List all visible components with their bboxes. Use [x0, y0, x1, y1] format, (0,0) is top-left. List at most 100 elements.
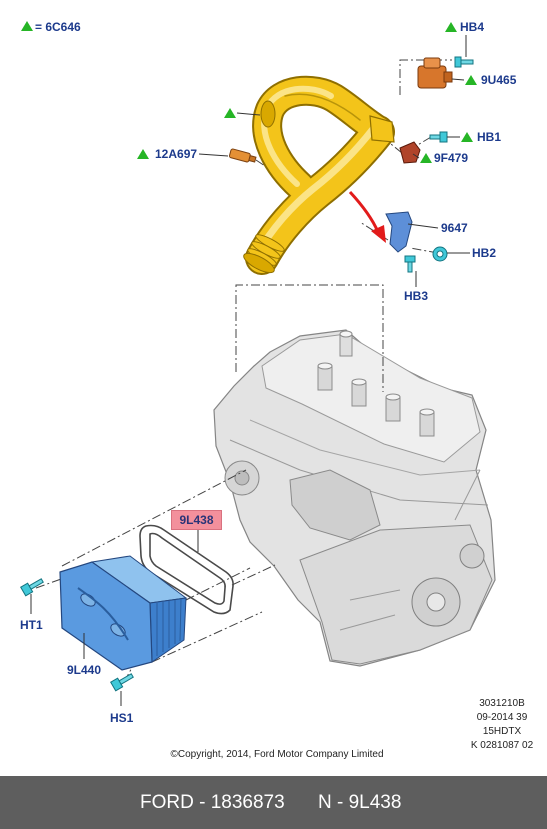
cooler-fins [156, 598, 182, 656]
lower-block [299, 524, 493, 665]
legend-text: = 6C646 [35, 20, 81, 34]
bolt-hb4-part [454, 56, 474, 68]
injector [385, 396, 401, 422]
leader-9u465 [451, 78, 465, 81]
injector-cap [385, 393, 401, 401]
accessory-pulley [459, 543, 485, 569]
bolt-shank [28, 578, 44, 590]
callout-ht1: HT1 [20, 618, 43, 632]
callout-hs1: HS1 [110, 711, 134, 725]
oil-cooler-9l440-part [59, 555, 188, 671]
turbo-inlet [234, 470, 250, 486]
leader-12a697 [198, 153, 229, 157]
callout-hb4: HB4 [460, 20, 485, 34]
gasket-outer [139, 524, 234, 615]
injector-row [317, 362, 435, 437]
arrow-head-icon [371, 225, 386, 243]
bolt-shank [429, 134, 441, 140]
head-detail-line [249, 419, 481, 476]
injector [351, 381, 367, 407]
callout-hb2: HB2 [472, 246, 497, 260]
pipe-inlet-end [260, 100, 276, 128]
actuator-9u465-part [417, 57, 453, 89]
callout-9u465: 9U465 [481, 73, 517, 87]
footer-reference: N - 9L438 [318, 792, 402, 813]
bracket-9647-part [385, 211, 413, 253]
crank-pulley-hub [426, 592, 446, 612]
injector [419, 411, 435, 437]
parts-diagram [20, 21, 496, 706]
bolt-head [404, 255, 416, 263]
cooler-front-plate [59, 561, 153, 671]
cooler-channel [77, 587, 129, 641]
bolt-hb3-part [404, 255, 416, 273]
phantom-line [415, 136, 432, 147]
callout-12a697: 12A697 [155, 147, 198, 161]
kit-marker-hb1-icon [461, 132, 473, 142]
phantom-line [185, 567, 251, 601]
footer-bar: FORD - 1836873 N - 9L438 [0, 776, 547, 829]
phantom-line [35, 577, 65, 589]
pipe-highlight [253, 125, 377, 259]
bolt-ht1-part [20, 578, 44, 597]
pipe-flange [369, 115, 395, 143]
arrow-shaft [348, 190, 380, 233]
injector-cap [351, 378, 367, 386]
engine-block [213, 329, 496, 667]
kit-marker-hb4-icon [445, 22, 457, 32]
injector [317, 365, 333, 391]
stamp-line: 09-2014 39 [476, 712, 528, 723]
actuator-body [417, 65, 447, 89]
exhaust-manifold [289, 469, 381, 541]
block-detail-lines [339, 469, 481, 631]
sensor-9f479-part [399, 141, 421, 164]
drawing-stamp: 3031210B 09-2014 39 15HDTX K 0281087 02 [460, 697, 544, 753]
kit-marker-pipe-icon [224, 108, 236, 118]
bolt-hs1-part [110, 673, 134, 692]
sensor-tip [248, 155, 257, 163]
bolt-shank [407, 261, 413, 273]
gasket-inner [149, 532, 226, 605]
leader-9f479 [412, 153, 420, 159]
callout-9f479: 9F479 [434, 151, 469, 165]
bolt-head [439, 131, 448, 143]
callout-leader-lines [30, 35, 470, 706]
inlet-pipe [243, 75, 395, 275]
leader-9647 [407, 223, 439, 229]
legend-green-triangle-icon [21, 21, 33, 31]
actuator-cap [423, 57, 441, 69]
pipe-main [247, 117, 393, 273]
kit-marker-12a697-icon [137, 149, 149, 159]
sensor-body [228, 148, 251, 163]
nut-hb2-part [432, 246, 448, 262]
callout-hb1: HB1 [477, 130, 502, 144]
pipe-outlet-end [243, 252, 275, 274]
stamp-line: 15HDTX [482, 726, 522, 737]
stamp-line: 3031210B [479, 698, 525, 709]
callout-9l438-highlighted: 9L438 [171, 510, 222, 530]
bolt-shank [118, 673, 134, 685]
nut-hole [436, 250, 444, 258]
actuator-port [443, 71, 453, 83]
callout-9l440: 9L440 [67, 663, 102, 677]
top-pipe-stub-end [339, 330, 353, 338]
phantom-line [151, 611, 263, 663]
kit-marker-9u465-icon [465, 75, 477, 85]
callout-hb3: HB3 [404, 289, 429, 303]
injector-cap [419, 408, 435, 416]
phantom-line [61, 469, 247, 567]
phantom-line [235, 284, 384, 392]
pipe-twin-divider [284, 93, 361, 121]
bolt-shank [460, 59, 474, 65]
kit-markers [21, 21, 477, 163]
direction-arrow [348, 190, 386, 243]
stamp-line: K 0281087 02 [470, 740, 534, 751]
gasket-9l438-part [139, 524, 234, 615]
callout-9647: 9647 [441, 221, 468, 235]
leader-pipe [236, 112, 261, 116]
copyright-notice: ©Copyright, 2014, Ford Motor Company Lim… [170, 749, 384, 760]
bolt-hb1-part [429, 131, 448, 143]
phantom-line [231, 564, 276, 586]
sensor-12a697-part [228, 148, 257, 163]
kit-marker-9f479-icon [420, 153, 432, 163]
